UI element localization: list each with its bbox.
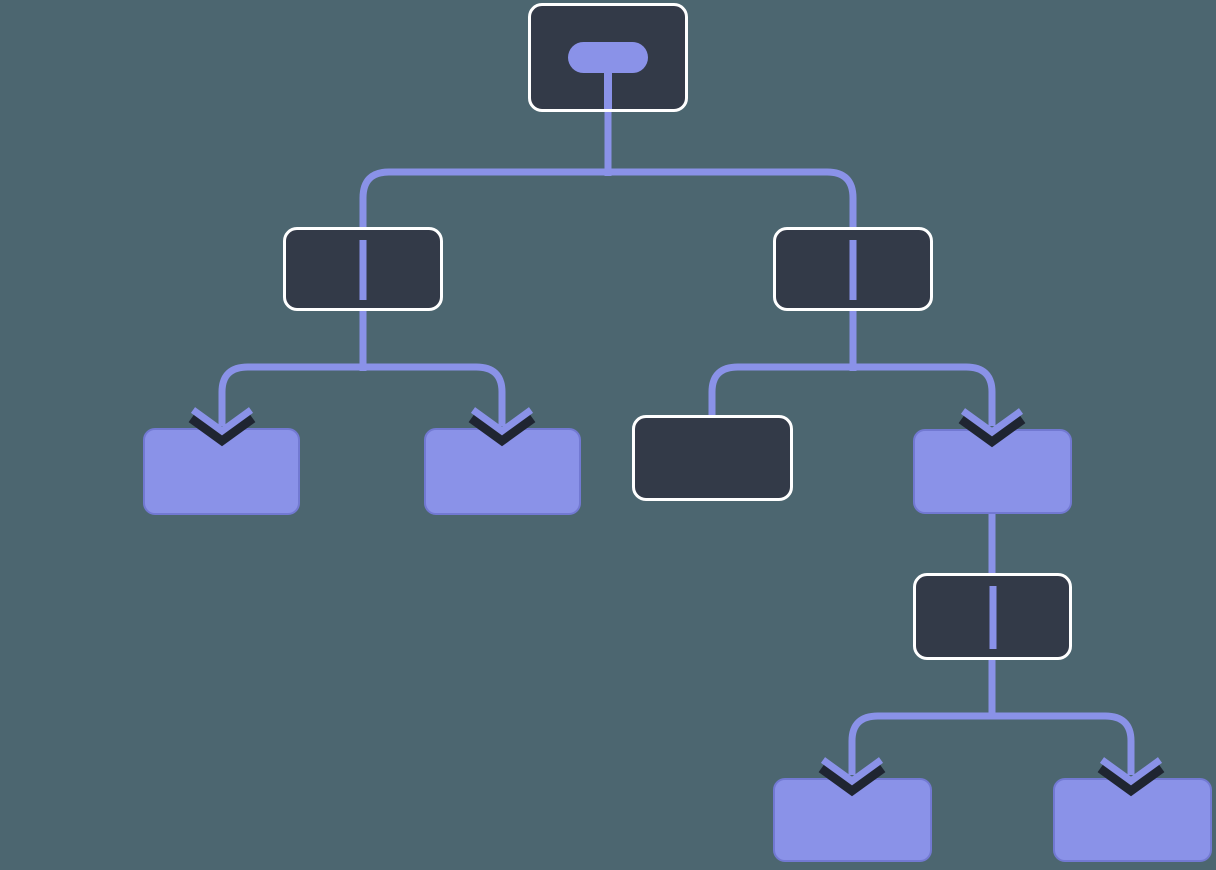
- connector-branch-left-to-leaves: [218, 363, 506, 426]
- chevron-arrowhead-icon: [188, 407, 256, 447]
- tree-node-branch-left: [283, 227, 443, 311]
- chevron-arrowhead-icon: [468, 407, 536, 447]
- connector-branch-bottom-to-leaves: [848, 712, 1135, 775]
- connector-root-to-branches: [359, 168, 857, 231]
- pass-through-line-icon: [849, 240, 857, 300]
- tree-node-branch-bottom: [913, 573, 1072, 660]
- tree-node-plain-dark: [632, 415, 793, 501]
- pill-stem-icon: [604, 68, 612, 109]
- chevron-arrowhead-icon: [1097, 757, 1165, 797]
- chevron-arrowhead-icon: [818, 757, 886, 797]
- connector-branch-right-to-children: [708, 363, 996, 426]
- chevron-arrowhead-icon: [958, 408, 1026, 448]
- tree-node-branch-right: [773, 227, 933, 311]
- tree-node-root: [528, 3, 688, 112]
- pass-through-line-icon: [359, 240, 367, 300]
- pass-through-line-icon: [989, 586, 996, 649]
- pill-icon: [568, 42, 648, 73]
